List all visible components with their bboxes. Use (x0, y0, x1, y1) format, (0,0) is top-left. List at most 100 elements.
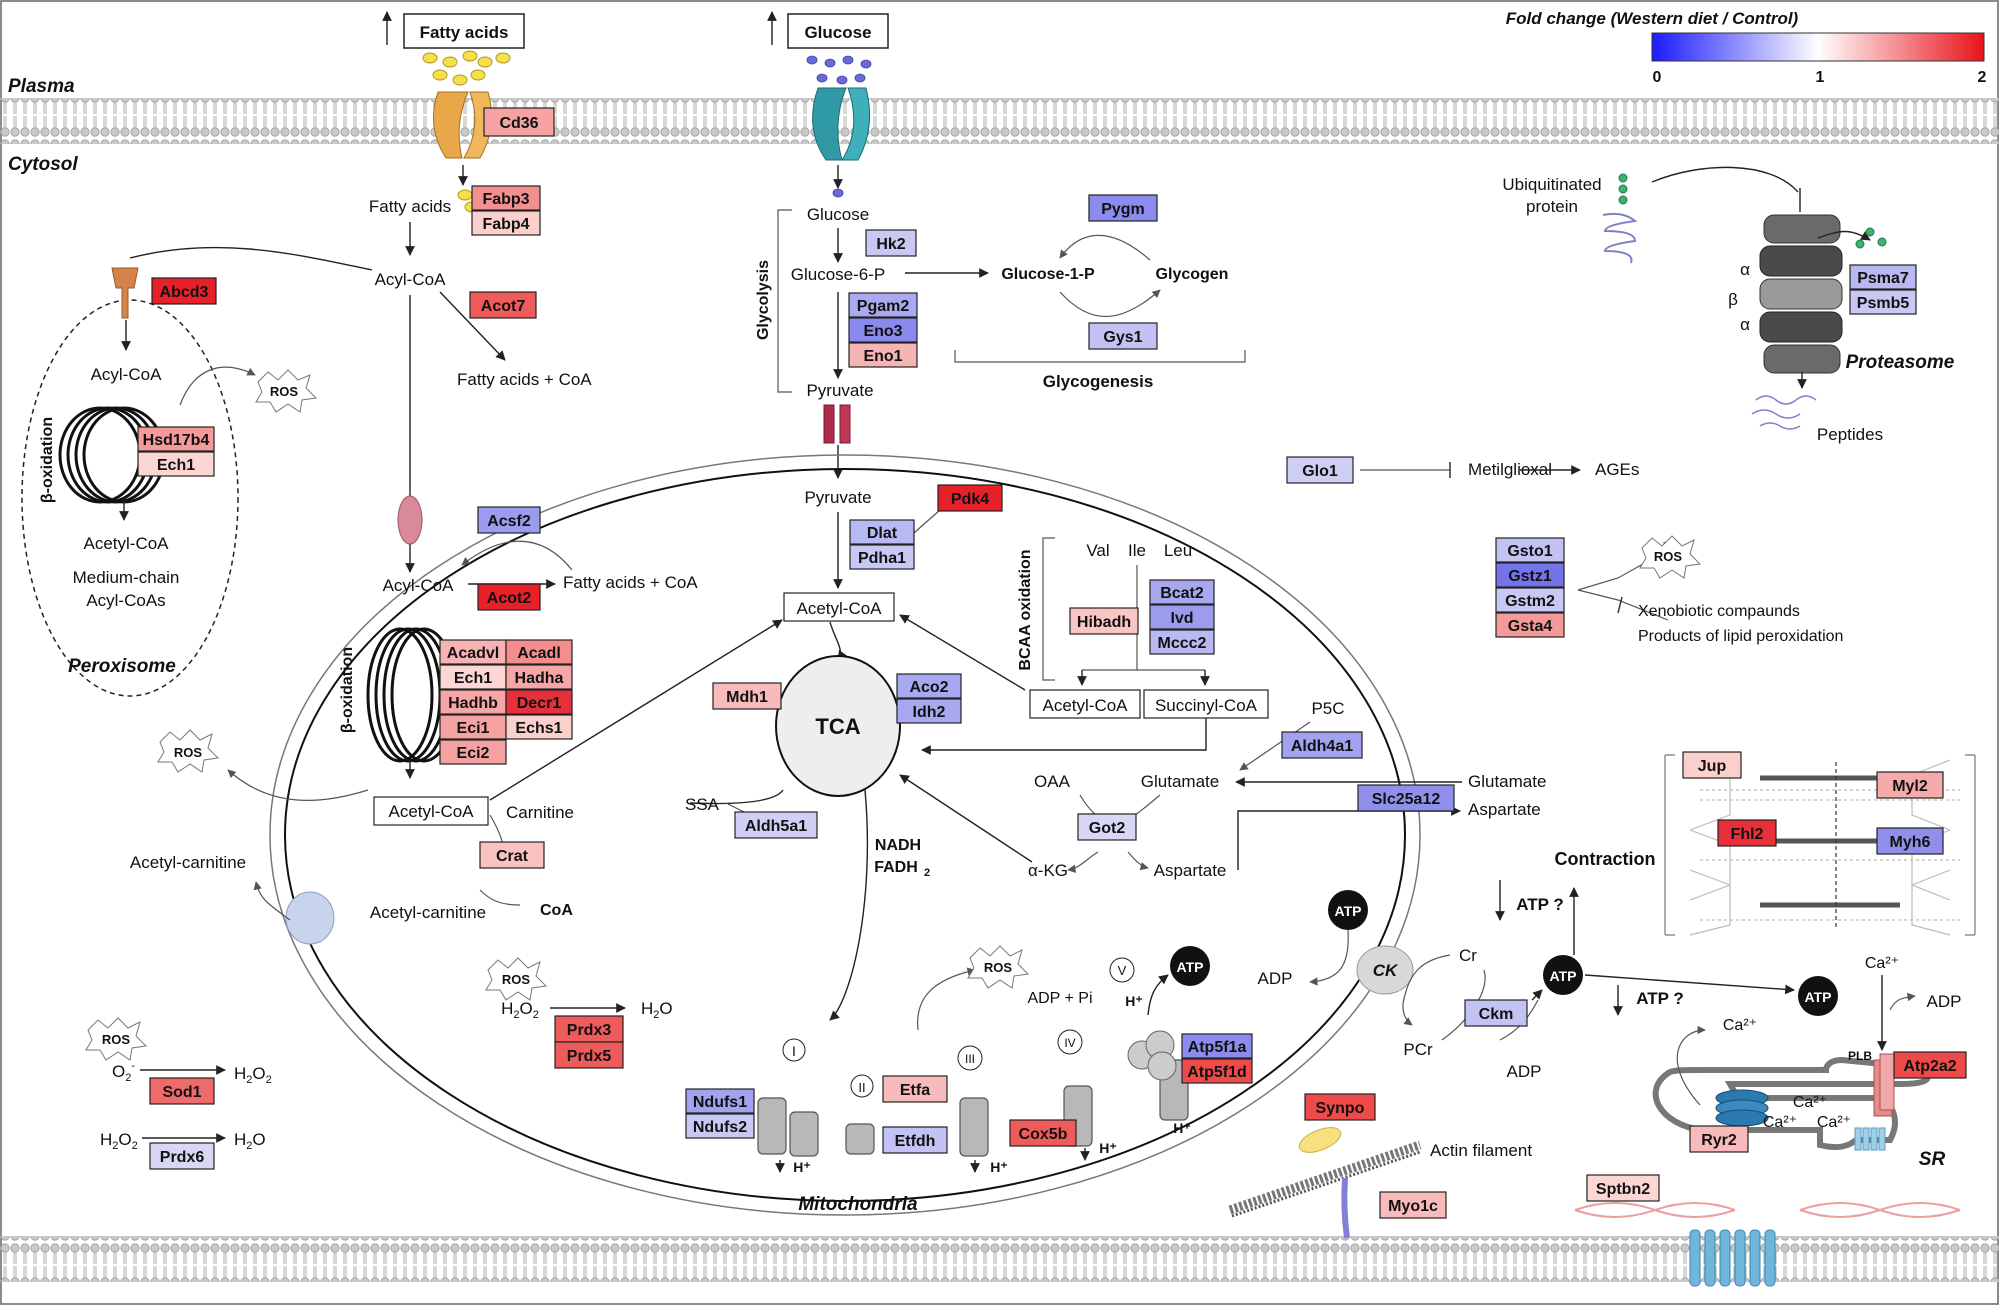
cpt-transporter-icon (397, 495, 423, 545)
bcaa-acetyl-coa: Acetyl-CoA (1042, 696, 1128, 715)
mito-ros-label: ROS (174, 745, 203, 760)
gene-label-aldh5a1: Aldh5a1 (745, 818, 807, 835)
etc-complex-i: I (782, 1038, 806, 1062)
gene-box-prdx3 (554, 1015, 624, 1043)
gene-label-atp2a2: Atp2a2 (1903, 1058, 1956, 1075)
gene-ivd: Ivd (1149, 604, 1215, 630)
gene-box-cd36 (483, 107, 555, 137)
gene-label-ech1b: Ech1 (454, 670, 492, 687)
complex-ii-label: II (858, 1080, 865, 1095)
gene-label-sod1: Sod1 (162, 1084, 201, 1101)
ubiquitin-icon (1618, 173, 1628, 205)
gene-label-idh2: Idh2 (913, 704, 946, 721)
gene-label-cox5b: Cox5b (1019, 1126, 1068, 1143)
bcaa-acetylcoa-to-tca-arrow (899, 614, 1026, 691)
gene-label-acot2: Acot2 (487, 590, 532, 607)
gene-label-synpo: Synpo (1316, 1100, 1365, 1117)
sod-o2: O2- (112, 1060, 135, 1084)
akg-to-tca-arrow (899, 774, 1033, 863)
fatty-acids-input-label: Fatty acids (420, 23, 509, 42)
glucose-molecules (806, 55, 872, 198)
gene-label-ech1a: Ech1 (157, 457, 195, 474)
atp-q-label-1: ATP ? (1516, 895, 1564, 914)
gene-box-gsto1 (1495, 537, 1565, 563)
gene-box-acadvl (439, 639, 507, 665)
oaa-label: OAA (1034, 772, 1071, 791)
gene-box-slc25a12 (1357, 784, 1455, 812)
gene-boxes: Cd36Fabp3Fabp4Abcd3Acot7Hsd17b4Ech1Hk2Pg… (137, 107, 1967, 1219)
gene-atp5f1d: Atp5f1d (1181, 1058, 1253, 1084)
gene-glo1: Glo1 (1286, 456, 1354, 484)
ca-label-1: Ca²⁺ (1723, 1017, 1757, 1034)
gene-acsf2: Acsf2 (477, 506, 541, 534)
gene-ndufs2: Ndufs2 (685, 1113, 755, 1139)
mito-atp-label: ATP (1177, 959, 1204, 975)
acyl-coa-cytosol: Acyl-CoA (375, 270, 447, 289)
perox-ros-burst-icon (255, 369, 318, 413)
xenobiotic-label: Xenobiotic compaunds (1638, 603, 1800, 620)
p5c-to-glutamate-arrow (1239, 721, 1311, 771)
gene-label-acadvl: Acadvl (447, 645, 499, 662)
glutamate-mito: Glutamate (1141, 772, 1219, 791)
mitochondria-label: Mitochondria (798, 1194, 918, 1215)
gene-box-myo1c (1379, 1191, 1447, 1219)
glycolysis-label: Glycolysis (755, 260, 772, 340)
gene-gsta4: Gsta4 (1495, 612, 1565, 638)
ck-adp-label: ADP (1258, 969, 1293, 988)
gene-label-prdx6: Prdx6 (160, 1149, 205, 1166)
gene-gys1: Gys1 (1088, 322, 1158, 350)
membrane-receptor-icon (1689, 1229, 1776, 1287)
gene-box-myl2 (1876, 771, 1944, 799)
spectrin-icon (1574, 1202, 1961, 1218)
acetyl-carnitine-cytosol: Acetyl-carnitine (130, 853, 246, 872)
gene-hibadh: Hibadh (1069, 607, 1139, 635)
gene-box-ech1a (137, 451, 215, 477)
succinyl-coa-box (1143, 689, 1269, 719)
gene-box-decr1 (505, 689, 573, 715)
gene-box-hibadh (1069, 607, 1139, 635)
ck-enzyme-icon (1356, 945, 1414, 995)
gst-ros-burst-icon (1639, 535, 1702, 579)
aspartate-mito: Aspartate (1154, 861, 1227, 880)
proteasome-complex-icon (1759, 214, 1843, 374)
gene-label-eci1: Eci1 (457, 720, 490, 737)
gene-ech1a: Ech1 (137, 451, 215, 477)
ltcc-channel-icon (1854, 1127, 1886, 1151)
gene-label-pygm: Pygm (1101, 201, 1145, 218)
cr-label-mito: Cr (1459, 946, 1477, 965)
gene-prdx3: Prdx3 (554, 1015, 624, 1043)
aspartate-cytosol: Aspartate (1468, 800, 1541, 819)
glutamate-cytosol: Glutamate (1468, 772, 1546, 791)
ryr-ca-release-arrow (1676, 1025, 1706, 1106)
gene-box-pdk4 (937, 484, 1003, 512)
succinylcoa-to-tca-arrow (921, 718, 1207, 755)
ca-label-4: Ca²⁺ (1817, 1114, 1851, 1131)
gene-aco2: Aco2 (896, 673, 962, 699)
gene-label-gsta4: Gsta4 (1508, 618, 1553, 635)
nadh-label: NADH (875, 837, 921, 854)
gene-label-prdx5: Prdx5 (567, 1048, 612, 1065)
gene-label-acadl: Acadl (517, 645, 561, 662)
gene-box-ryr2 (1689, 1125, 1749, 1153)
plasma-membrane-bottom (0, 1236, 1999, 1282)
gene-label-cd36: Cd36 (499, 115, 538, 132)
gene-bcat2: Bcat2 (1149, 579, 1215, 605)
fadh-label: FADH (874, 859, 918, 876)
gene-label-mdh1: Mdh1 (726, 689, 768, 706)
ubiquitinated-label-2: protein (1526, 197, 1578, 216)
ages-label: AGEs (1595, 460, 1639, 479)
acetyl-carnitine-mito: Acetyl-carnitine (370, 903, 486, 922)
gene-label-ndufs1: Ndufs1 (693, 1094, 747, 1111)
actin-filament-icon (1228, 1140, 1422, 1218)
gene-label-dlat: Dlat (867, 525, 898, 542)
gene-box-ndufs1 (685, 1088, 755, 1114)
gene-myo1c: Myo1c (1379, 1191, 1447, 1219)
gene-label-eno1: Eno1 (863, 348, 902, 365)
gene-hadhb: Hadhb (439, 689, 507, 715)
gene-decr1: Decr1 (505, 689, 573, 715)
medium-chain-label-2: Acyl-CoAs (86, 591, 165, 610)
gene-label-atp5f1d: Atp5f1d (1187, 1064, 1247, 1081)
gene-label-hadhb: Hadhb (448, 695, 498, 712)
glucose-6-p: Glucose-6-P (791, 265, 885, 284)
metilglioxal-label: Metilglioxal (1468, 460, 1552, 479)
